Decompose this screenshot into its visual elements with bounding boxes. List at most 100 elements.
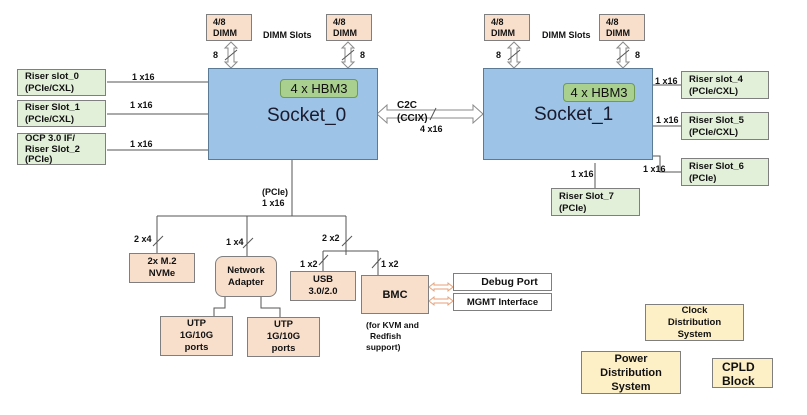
riser-name: Riser Slot_6 [689, 161, 744, 172]
riser-name: Riser slot_0 [25, 71, 79, 82]
hbm-badge: 4 x HBM3 [563, 83, 635, 102]
dimm-type: DIMM [491, 28, 515, 38]
dimm-box-s1-right: 4/8 DIMM [599, 14, 645, 41]
mgmt-arrow [428, 295, 454, 307]
socket-1: 4 x HBM3 Socket_1 [483, 68, 653, 160]
clock-distribution-box: Clock Distribution System [645, 304, 744, 341]
dimm-bus-width: 8 [496, 50, 502, 60]
dimm-bus-width: 8 [360, 50, 366, 60]
dimm-type: DIMM [606, 28, 630, 38]
riser-slot-7: Riser Slot_7 (PCIe) [551, 188, 640, 216]
link-width: 1 x2 [381, 259, 399, 269]
downlink-width: 1 x16 [262, 198, 285, 208]
power-label: Distribution [600, 366, 662, 379]
riser-type: (PCIe) [689, 173, 717, 184]
dimm-slots-label-s1: DIMM Slots [542, 30, 591, 40]
nvme-count: 2x M.2 [147, 256, 177, 267]
dimm-count: 4/8 [333, 17, 346, 27]
network-label: Network [227, 264, 265, 276]
power-label: Power [614, 352, 648, 365]
network-label-2: Adapter [228, 276, 264, 288]
riser-name: Riser slot_4 [689, 74, 743, 85]
utp-ports: ports [184, 342, 209, 353]
link-utp1 [260, 296, 281, 317]
link-utp0 [213, 296, 226, 317]
c2c-label: C2C (CCIX) [397, 99, 428, 125]
link-width: 1 x16 [655, 76, 678, 86]
socket-0: 4 x HBM3 Socket_0 [208, 68, 378, 160]
cpld-label: Block [722, 374, 755, 388]
riser-type: (PCIe) [559, 203, 587, 214]
riser-slot-6: Riser Slot_6 (PCIe) [681, 158, 769, 186]
link-width: 1 x2 [300, 259, 318, 269]
riser-name: Riser Slot_1 [25, 102, 80, 113]
bmc-note: (for KVM and Redfish support) [366, 320, 419, 353]
riser-type: (PCIe/CXL) [25, 114, 75, 125]
riser-type: (PCIe) [25, 154, 53, 165]
dimm-count: 4/8 [213, 17, 226, 27]
c2c-width: 4 x16 [420, 124, 443, 134]
dimm-box-s0-left: 4/8 DIMM [206, 14, 252, 41]
nvme-box: 2x M.2 NVMe [129, 253, 195, 283]
link-width: 1 x16 [656, 115, 679, 125]
bmc-note-line: (for KVM and [366, 320, 419, 330]
utp-label: UTP [274, 319, 293, 330]
utp-speed: 1G/10G [179, 330, 214, 341]
utp-ports-box-0: UTP 1G/10G ports [160, 316, 233, 356]
clock-label: System [677, 328, 712, 340]
dimm-count: 4/8 [491, 17, 504, 27]
bmc-note-line: Redfish [370, 331, 402, 341]
link-riser6 [652, 155, 681, 173]
utp-ports: ports [271, 343, 296, 354]
dimm-bus-width: 8 [635, 50, 641, 60]
riser-name: Riser Slot_7 [559, 191, 614, 202]
dimm-bus-width: 8 [213, 50, 219, 60]
link-width: 1 x16 [643, 164, 666, 174]
link-width: 1 x4 [226, 237, 244, 247]
clock-label: Clock [681, 304, 708, 316]
c2c-arrow [376, 103, 484, 125]
utp-speed: 1G/10G [266, 331, 301, 342]
downlink-label: (PCIe) 1 x16 [262, 187, 288, 209]
mgmt-interface-box: MGMT Interface [453, 293, 552, 311]
network-adapter-box: Network Adapter [215, 256, 277, 297]
power-distribution-box: Power Distribution System [581, 351, 681, 394]
usb-box: USB 3.0/2.0 [290, 271, 356, 301]
utp-ports-box-1: UTP 1G/10G ports [247, 317, 320, 357]
riser-type: (PCIe/CXL) [689, 86, 739, 97]
riser-name: Riser Slot_5 [689, 115, 744, 126]
dimm-box-s1-left: 4/8 DIMM [484, 14, 530, 41]
dimm-type: DIMM [333, 28, 357, 38]
usb-version: 3.0/2.0 [308, 286, 338, 297]
dimm-slots-label-s0: DIMM Slots [263, 30, 312, 40]
nvme-type: NVMe [148, 268, 176, 279]
dimm-type: DIMM [213, 28, 237, 38]
cpld-label: CPLD [722, 360, 755, 374]
riser-slot-1: Riser Slot_1 (PCIe/CXL) [17, 100, 106, 127]
debug-arrow [428, 281, 454, 293]
utp-label: UTP [187, 318, 206, 329]
riser-slot-4: Riser slot_4 (PCIe/CXL) [681, 71, 769, 99]
bmc-box: BMC [361, 275, 429, 314]
bmc-note-line: support) [366, 342, 401, 352]
power-label: System [611, 380, 651, 393]
cpld-block-box: CPLD Block [712, 358, 773, 388]
link-width: 1 x16 [132, 72, 155, 82]
riser-slot-2: OCP 3.0 IF/ Riser Slot_2 (PCIe) [17, 133, 106, 165]
link-width: 1 x16 [130, 100, 153, 110]
hbm-badge: 4 x HBM3 [280, 79, 358, 98]
c2c-name: C2C [397, 100, 418, 111]
dimm-count: 4/8 [606, 17, 619, 27]
link-width: 2 x2 [322, 233, 340, 243]
dimm-box-s0-right: 4/8 DIMM [326, 14, 372, 41]
link-width: 2 x4 [134, 234, 152, 244]
downlink-type: (PCIe) [262, 187, 289, 197]
c2c-protocol: (CCIX) [397, 113, 428, 124]
socket-label: Socket_0 [267, 105, 347, 126]
riser-slot-0: Riser slot_0 (PCIe/CXL) [17, 69, 106, 96]
link-width: 1 x16 [130, 139, 153, 149]
riser-name: OCP 3.0 IF/ [25, 133, 75, 144]
usb-label: USB [312, 274, 334, 285]
riser-type: (PCIe/CXL) [689, 127, 739, 138]
